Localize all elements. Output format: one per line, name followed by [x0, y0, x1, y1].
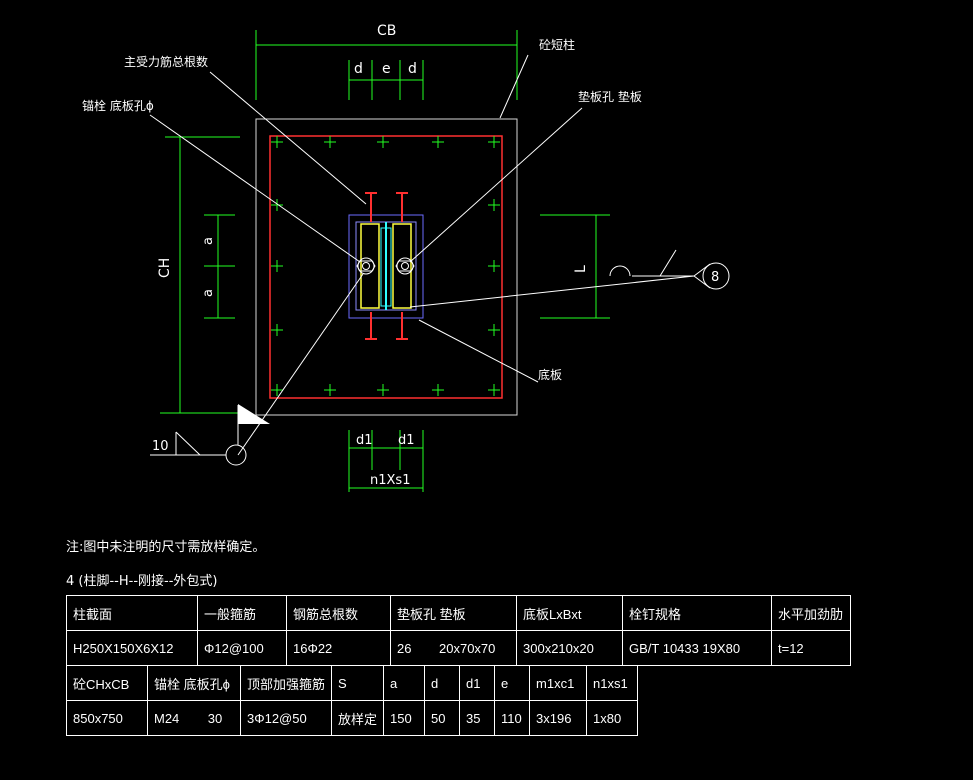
- studs: [365, 192, 408, 340]
- table-row: 850x750 M24 30 3Φ12@50 放样定 150 50 35 110…: [66, 700, 639, 736]
- value-cell: GB/T 10433 19X80: [622, 630, 772, 666]
- value-cell: 300x210x20: [516, 630, 623, 666]
- leader-lines: [149, 54, 711, 456]
- header-cell: a: [383, 665, 426, 701]
- value-cell: 放样定: [331, 700, 385, 736]
- callout-washer: 垫板孔 垫板: [578, 90, 642, 104]
- arc-symbol: [609, 265, 631, 277]
- header-cell: d1: [459, 665, 496, 701]
- header-cell: 底板LxBxt: [516, 595, 623, 631]
- rebar-cage: [269, 135, 503, 399]
- value-cell: 3Φ12@50: [239, 700, 333, 736]
- value-cell: t=12: [771, 630, 851, 666]
- value-cell: 20x70x70: [433, 630, 517, 666]
- value-cell: 1x80: [586, 700, 639, 736]
- dim-d-left: d: [354, 61, 363, 77]
- steel-flange-left: [360, 223, 380, 309]
- value-cell: 16Φ22: [286, 630, 391, 666]
- dim-d-right: d: [408, 61, 417, 77]
- column-outline: [255, 118, 518, 416]
- callout-anchor-bolt: 锚栓 底板孔ϕ: [82, 99, 154, 113]
- value-cell: H250X150X6X12: [66, 630, 198, 666]
- value-cell: Φ12@100: [197, 630, 287, 666]
- field-weld-flag: [238, 404, 270, 424]
- value-cell: 35: [459, 700, 496, 736]
- value-cell: M24: [146, 700, 202, 736]
- dim-e: e: [382, 61, 391, 77]
- value-cell: 850x750: [66, 700, 148, 736]
- table-row: 柱截面 一般箍筋 钢筋总根数 垫板孔 垫板 底板LxBxt 栓钉规格 水平加劲肋: [66, 595, 851, 631]
- header-cell: 钢筋总根数: [286, 595, 391, 631]
- callout-main-rebar: 主受力筋总根数: [124, 55, 209, 69]
- header-cell: S: [331, 665, 385, 701]
- header-cell: 顶部加强箍筋: [239, 665, 333, 701]
- dim-n1xs1: n1Xs1: [370, 473, 410, 488]
- callout-concrete-column: 砼短柱: [539, 38, 576, 52]
- callout-base-plate: 底板: [538, 368, 563, 382]
- value-cell: 3x196: [529, 700, 588, 736]
- weld-circle-right: [702, 262, 730, 290]
- base-plate: [348, 214, 424, 319]
- table-row: H250X150X6X12 Φ12@100 16Φ22 26 20x70x70 …: [66, 630, 851, 666]
- dim-d1-left: d1: [356, 433, 373, 448]
- value-cell: 26: [390, 630, 433, 666]
- dimension-lines: [160, 30, 610, 492]
- note-text: 注:图中未注明的尺寸需放样确定。: [66, 540, 266, 555]
- weld-circle-left: [225, 444, 247, 466]
- dim-d1-right: d1: [398, 433, 415, 448]
- value-cell: 50: [424, 700, 461, 736]
- weld-circle-number: 8: [711, 270, 719, 285]
- web-box: [380, 227, 392, 307]
- dim-a-upper: a: [201, 237, 216, 245]
- value-cell: 150: [383, 700, 426, 736]
- header-cell: 栓钉规格: [622, 595, 772, 631]
- header-cell: 砼CHxCB: [66, 665, 148, 701]
- header-cell: 水平加劲肋: [771, 595, 851, 631]
- dim-l: L: [573, 265, 589, 273]
- dim-a-lower: a: [201, 289, 216, 297]
- drawing-caption: 4 (柱脚--H--刚接--外包式): [66, 574, 218, 589]
- header-cell: 柱截面: [66, 595, 198, 631]
- table-row: 砼CHxCB 锚栓 底板孔ϕ 顶部加强箍筋 S a d d1 e m1xc1 n…: [66, 665, 639, 701]
- header-cell: 锚栓 底板孔ϕ: [147, 665, 241, 701]
- dim-ch: CH: [157, 258, 173, 278]
- header-cell: n1xs1: [586, 665, 639, 701]
- value-cell: 110: [494, 700, 531, 736]
- steel-flange-right: [392, 223, 412, 309]
- header-cell: 垫板孔 垫板: [390, 595, 517, 631]
- header-cell: d: [424, 665, 461, 701]
- spec-table-bottom: 砼CHxCB 锚栓 底板孔ϕ 顶部加强箍筋 S a d d1 e m1xc1 n…: [66, 665, 639, 736]
- value-cell: 30: [201, 700, 241, 736]
- rebar-markers: [271, 136, 500, 396]
- spec-table-top: 柱截面 一般箍筋 钢筋总根数 垫板孔 垫板 底板LxBxt 栓钉规格 水平加劲肋…: [66, 595, 851, 666]
- header-cell: 一般箍筋: [197, 595, 287, 631]
- header-cell: e: [494, 665, 531, 701]
- weld-size: 10: [152, 439, 169, 454]
- dim-cb: CB: [377, 23, 396, 39]
- header-cell: m1xc1: [529, 665, 588, 701]
